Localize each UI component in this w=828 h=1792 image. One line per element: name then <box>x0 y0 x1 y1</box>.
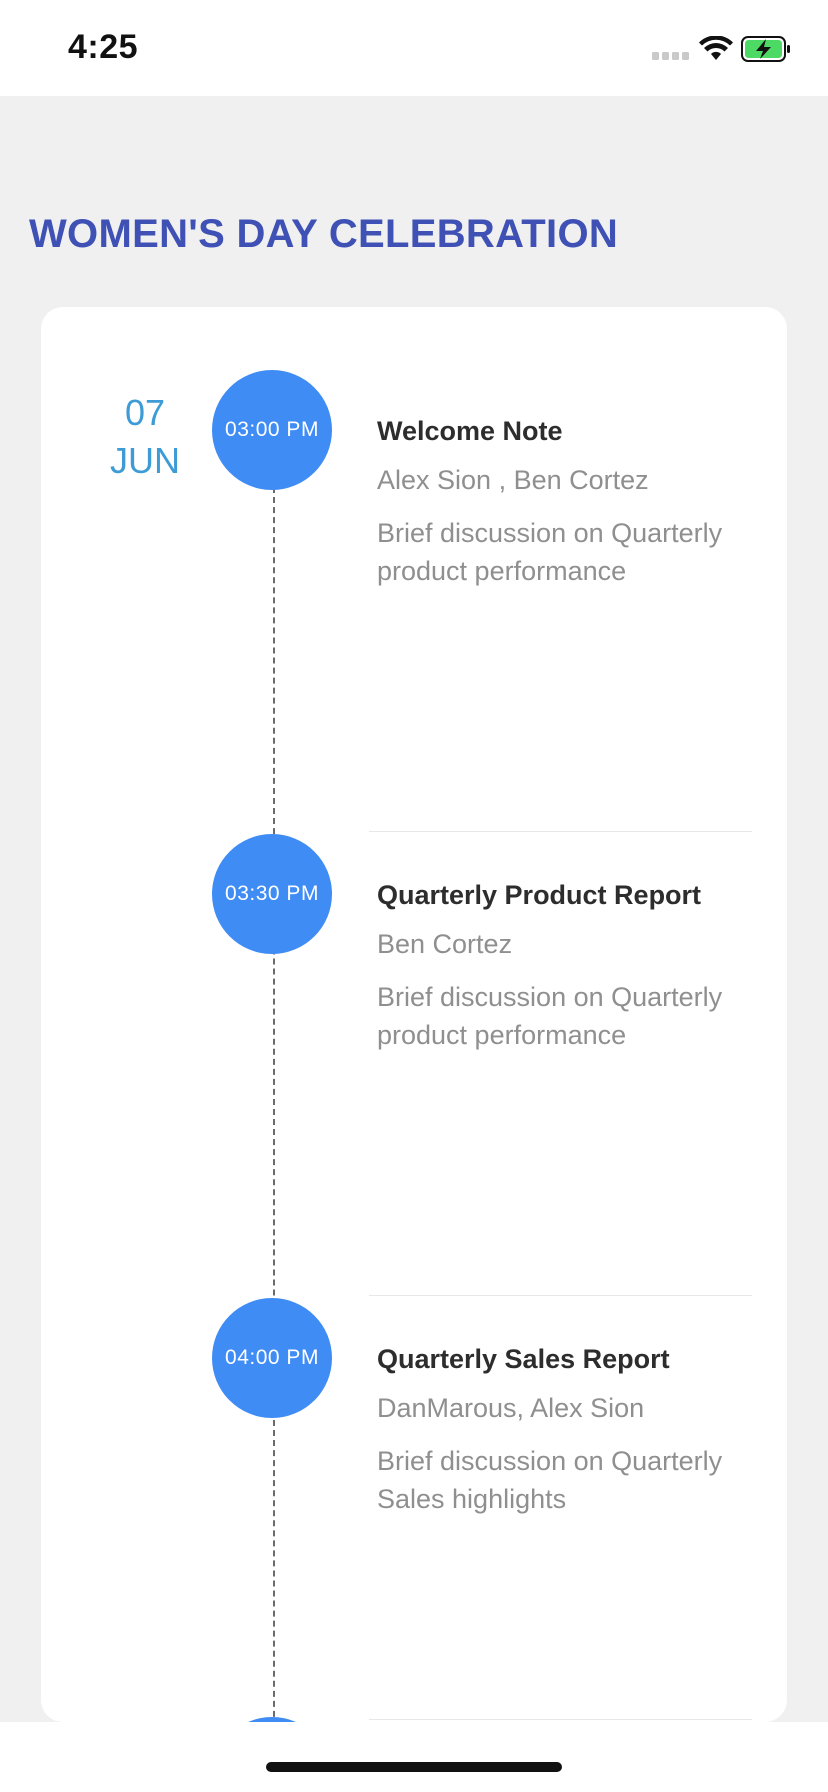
event-speakers: Ben Cortez <box>377 929 513 959</box>
date-month: JUN <box>110 440 180 481</box>
event-item[interactable]: Quarterly Sales Report DanMarous, Alex S… <box>377 1344 767 1518</box>
time-bubble-partial <box>212 1717 332 1722</box>
event-item[interactable]: Welcome Note Alex Sion , Ben Cortez Brie… <box>377 416 767 590</box>
wifi-icon <box>699 36 733 60</box>
home-indicator-area <box>0 1722 828 1792</box>
divider <box>369 1719 752 1720</box>
event-title: Welcome Note <box>377 416 563 446</box>
divider <box>369 1295 752 1296</box>
event-title: Quarterly Product Report <box>377 880 702 910</box>
event-description: Brief discussion on Quarterly product pe… <box>377 982 723 1050</box>
event-speakers: DanMarous, Alex Sion <box>377 1393 645 1423</box>
battery-charging-icon <box>741 36 790 62</box>
date-day: 07 <box>124 392 166 433</box>
status-time: 4:25 <box>68 28 139 66</box>
time-bubble: 03:30 PM <box>212 834 332 954</box>
event-description: Brief discussion on Quarterly product pe… <box>377 518 723 586</box>
timeline-line <box>273 487 275 1722</box>
event-item[interactable]: Quarterly Product Report Ben Cortez Brie… <box>377 880 767 1054</box>
home-indicator[interactable] <box>266 1762 562 1772</box>
date-block: 07 JUN <box>89 389 201 485</box>
event-description: Brief discussion on Quarterly Sales high… <box>377 1446 723 1514</box>
status-bar: 4:25 <box>0 0 828 96</box>
cellular-signal-icon <box>652 52 690 62</box>
event-speakers: Alex Sion , Ben Cortez <box>377 465 649 495</box>
time-bubble: 04:00 PM <box>212 1298 332 1418</box>
schedule-card: 07 JUN 03:00 PM Welcome Note Alex Sion ,… <box>41 307 787 1722</box>
divider <box>369 831 752 832</box>
time-bubble: 03:00 PM <box>212 370 332 490</box>
event-title: Quarterly Sales Report <box>377 1344 670 1374</box>
page-title: WOMEN'S DAY CELEBRATION <box>29 212 619 256</box>
